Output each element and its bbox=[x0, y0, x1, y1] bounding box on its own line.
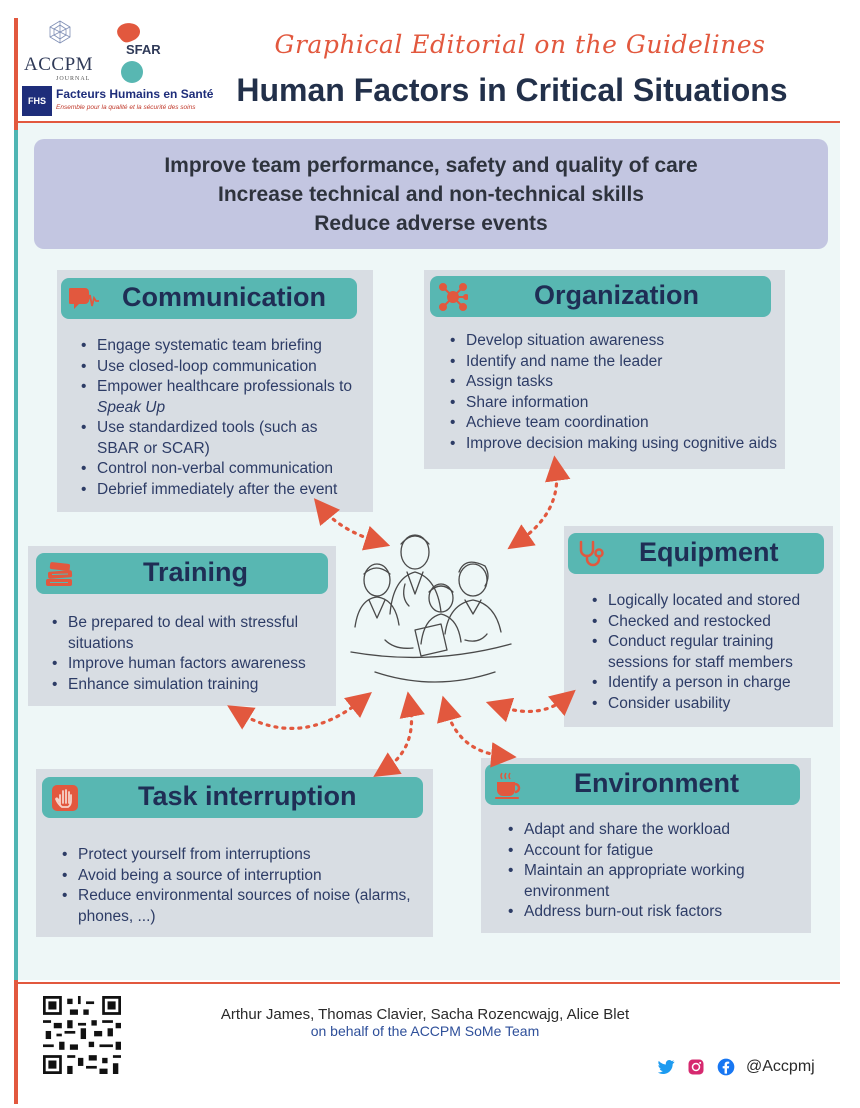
header-divider bbox=[14, 121, 840, 123]
social-links: @Accpmj bbox=[656, 1056, 815, 1078]
list-item: Consider usability bbox=[590, 694, 830, 715]
objective-item: Increase technical and non-technical ski… bbox=[218, 183, 644, 206]
communication-card: Communication Engage systematic team bri… bbox=[57, 270, 373, 512]
objective-item: Reduce adverse events bbox=[314, 212, 548, 235]
accpm-network-icon bbox=[49, 20, 71, 44]
fhs-logo: FHS Facteurs Humains en Santé Ensemble p… bbox=[22, 86, 213, 116]
equipment-title: Equipment bbox=[639, 537, 779, 567]
speech-waveform-icon bbox=[69, 288, 99, 309]
left-teal-bar bbox=[14, 130, 18, 980]
environment-title: Environment bbox=[574, 768, 740, 798]
training-list: Be prepared to deal with stressfulsituat… bbox=[50, 613, 334, 695]
page-title: Human Factors in Critical Situations bbox=[236, 72, 788, 108]
environment-list: Adapt and share the workload Account for… bbox=[506, 820, 806, 923]
accpm-logo: ACCPM JOURNAL bbox=[24, 20, 96, 82]
list-item: Empower healthcare professionals toSpeak… bbox=[79, 377, 369, 418]
sfar-logo: SFAR bbox=[106, 20, 174, 84]
instagram-icon[interactable] bbox=[686, 1057, 706, 1077]
list-item: Improve decision making using cognitive … bbox=[448, 434, 784, 455]
sfar-wordmark: SFAR bbox=[126, 42, 161, 57]
care-team-drawing bbox=[350, 534, 512, 683]
list-item: Maintain an appropriate workingenvironme… bbox=[506, 861, 806, 902]
environment-header: Environment bbox=[485, 764, 800, 805]
accpm-subtext: JOURNAL bbox=[56, 76, 91, 82]
list-item: Develop situation awareness bbox=[448, 331, 784, 352]
equipment-header: Equipment bbox=[568, 533, 824, 574]
training-card: Training Be prepared to deal with stress… bbox=[28, 546, 336, 706]
organization-title: Organization bbox=[534, 280, 700, 310]
list-item: Engage systematic team briefing bbox=[79, 336, 369, 357]
list-item: Control non-verbal communication bbox=[79, 459, 369, 480]
list-item: Reduce environmental sources of noise (a… bbox=[60, 886, 432, 927]
network-icon bbox=[439, 283, 468, 311]
list-item: Share information bbox=[448, 393, 784, 414]
sfar-mark-icon bbox=[117, 23, 143, 83]
facebook-icon[interactable] bbox=[716, 1057, 736, 1077]
training-title: Training bbox=[143, 557, 249, 587]
authors-affiliation: on behalf of the ACCPM SoMe Team bbox=[310, 1023, 540, 1039]
communication-header: Communication bbox=[61, 278, 357, 319]
list-item: Identify a person in charge bbox=[590, 673, 830, 694]
equipment-card: Equipment Logically located and stored C… bbox=[564, 526, 833, 727]
qr-code[interactable] bbox=[43, 996, 121, 1074]
task-interruption-card: Task interruption Protect yourself from … bbox=[36, 769, 433, 937]
communication-title: Communication bbox=[122, 282, 327, 312]
list-item: Logically located and stored bbox=[590, 591, 830, 612]
list-item: Checked and restocked bbox=[590, 612, 830, 633]
stethoscope-icon bbox=[579, 540, 604, 567]
organization-list: Develop situation awareness Identify and… bbox=[448, 331, 784, 454]
organization-card: Organization Develop situation awareness… bbox=[424, 270, 785, 469]
communication-list: Engage systematic team briefing Use clos… bbox=[79, 336, 369, 500]
fhs-tagline: Ensemble pour la qualité et la sécurité … bbox=[56, 104, 196, 111]
objectives-banner: Improve team performance, safety and qua… bbox=[34, 139, 828, 249]
fhs-name: Facteurs Humains en Santé bbox=[56, 87, 214, 101]
organization-header: Organization bbox=[430, 276, 771, 317]
list-item: Achieve team coordination bbox=[448, 413, 784, 434]
list-item: Enhance simulation training bbox=[50, 675, 334, 696]
list-item: Address burn-out risk factors bbox=[506, 902, 806, 923]
list-item: Assign tasks bbox=[448, 372, 784, 393]
environment-card: Environment Adapt and share the workload… bbox=[481, 758, 811, 933]
training-header: Training bbox=[36, 553, 328, 594]
books-icon bbox=[46, 562, 73, 586]
list-item: Adapt and share the workload bbox=[506, 820, 806, 841]
task-interruption-title: Task interruption bbox=[138, 781, 357, 811]
task-interruption-header: Task interruption bbox=[42, 777, 423, 818]
page-subtitle: Graphical Editorial on the Guidelines bbox=[274, 30, 766, 59]
fhs-badge: FHS bbox=[22, 86, 52, 116]
coffee-cup-icon bbox=[495, 772, 521, 799]
equipment-list: Logically located and stored Checked and… bbox=[590, 591, 830, 714]
list-item: Be prepared to deal with stressfulsituat… bbox=[50, 613, 334, 654]
list-item: Protect yourself from interruptions bbox=[60, 845, 432, 866]
list-item: Identify and name the leader bbox=[448, 352, 784, 373]
task-interruption-list: Protect yourself from interruptions Avoi… bbox=[60, 845, 432, 927]
accpm-wordmark: ACCPM bbox=[24, 54, 94, 75]
list-item: Avoid being a source of interruption bbox=[60, 866, 432, 887]
list-item: Improve human factors awareness bbox=[50, 654, 334, 675]
authors: Arthur James, Thomas Clavier, Sacha Roze… bbox=[220, 1006, 630, 1023]
objective-item: Improve team performance, safety and qua… bbox=[164, 154, 698, 177]
list-item: Use closed-loop communication bbox=[79, 357, 369, 378]
footer-divider bbox=[14, 982, 840, 984]
social-handle[interactable]: @Accpmj bbox=[746, 1058, 815, 1075]
stop-hand-icon bbox=[52, 785, 78, 811]
twitter-icon[interactable] bbox=[656, 1057, 676, 1077]
list-item: Debrief immediately after the event bbox=[79, 480, 369, 501]
list-item: Account for fatigue bbox=[506, 841, 806, 862]
